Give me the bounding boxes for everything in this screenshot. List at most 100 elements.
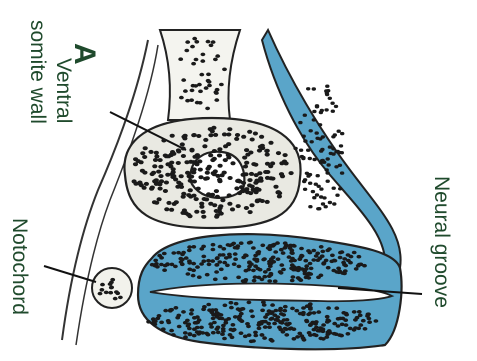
cell-nucleus xyxy=(301,157,305,160)
cell-nucleus xyxy=(198,168,203,172)
cell-nucleus xyxy=(218,164,223,168)
cell-nucleus xyxy=(309,267,314,271)
cell-nucleus xyxy=(260,278,265,282)
cell-nucleus xyxy=(180,211,185,215)
cell-nucleus xyxy=(194,58,199,62)
cell-nucleus xyxy=(340,171,344,174)
cell-nucleus xyxy=(191,194,196,198)
cell-nucleus xyxy=(213,278,218,282)
cell-nucleus xyxy=(222,132,227,136)
cell-nucleus xyxy=(157,254,162,258)
cell-nucleus xyxy=(181,195,186,199)
cell-nucleus xyxy=(200,59,205,63)
cell-nucleus xyxy=(168,308,173,312)
cell-nucleus xyxy=(197,83,202,87)
cell-nucleus xyxy=(171,167,176,171)
cell-nucleus xyxy=(158,165,163,169)
cell-nucleus xyxy=(341,261,346,265)
cell-nucleus xyxy=(226,243,231,247)
cell-nucleus xyxy=(195,265,200,269)
cell-nucleus xyxy=(199,247,204,251)
cell-nucleus xyxy=(332,187,336,190)
cell-nucleus xyxy=(153,320,158,324)
cell-nucleus xyxy=(304,267,309,271)
cell-nucleus xyxy=(327,329,332,333)
cell-nucleus xyxy=(270,339,275,343)
cell-nucleus xyxy=(189,98,194,102)
cell-nucleus xyxy=(165,173,170,177)
cell-nucleus xyxy=(104,291,109,295)
cell-nucleus xyxy=(287,255,292,259)
cell-nucleus xyxy=(290,279,295,283)
cell-nucleus xyxy=(243,278,248,282)
cell-nucleus xyxy=(194,210,199,214)
cell-nucleus xyxy=(140,169,145,173)
cell-nucleus xyxy=(324,205,328,208)
cell-nucleus xyxy=(247,130,252,134)
cell-nucleus xyxy=(358,323,363,327)
cell-nucleus xyxy=(277,194,282,198)
cell-nucleus xyxy=(297,277,302,281)
cell-nucleus xyxy=(188,160,193,164)
cell-nucleus xyxy=(206,333,211,337)
cell-nucleus xyxy=(293,147,297,150)
cell-nucleus xyxy=(170,175,175,179)
cell-nucleus xyxy=(221,253,226,257)
cell-nucleus xyxy=(201,210,206,214)
cell-nucleus xyxy=(260,333,265,337)
cell-nucleus xyxy=(308,205,312,208)
cell-nucleus xyxy=(308,251,313,255)
cell-nucleus xyxy=(194,162,199,166)
cell-nucleus xyxy=(206,79,211,83)
cell-nucleus xyxy=(319,245,324,249)
cell-nucleus xyxy=(312,118,316,121)
cell-nucleus xyxy=(205,107,210,111)
cell-nucleus xyxy=(268,264,273,268)
cell-nucleus xyxy=(192,37,197,41)
cell-nucleus xyxy=(255,258,260,262)
cell-nucleus xyxy=(226,153,231,157)
cell-nucleus xyxy=(181,251,186,255)
cell-nucleus xyxy=(331,110,335,113)
cell-nucleus xyxy=(328,97,332,100)
cell-nucleus xyxy=(275,315,280,319)
cell-nucleus xyxy=(280,174,285,178)
cell-nucleus xyxy=(338,251,343,255)
cell-nucleus xyxy=(201,215,206,219)
cell-nucleus xyxy=(218,204,223,208)
cell-nucleus xyxy=(303,114,307,117)
cell-nucleus xyxy=(267,248,272,252)
cell-nucleus xyxy=(185,319,190,323)
cell-nucleus xyxy=(194,197,199,201)
cell-nucleus xyxy=(176,314,181,318)
cell-nucleus xyxy=(343,269,348,273)
cell-nucleus xyxy=(265,153,270,157)
cell-nucleus xyxy=(158,158,163,162)
cell-nucleus xyxy=(222,68,227,72)
cell-nucleus xyxy=(199,326,204,330)
cell-nucleus xyxy=(153,158,158,162)
cell-nucleus xyxy=(328,145,332,148)
cell-nucleus xyxy=(223,304,228,308)
cell-nucleus xyxy=(320,148,324,151)
cell-nucleus xyxy=(266,322,271,326)
cell-nucleus xyxy=(198,90,203,94)
cell-nucleus xyxy=(301,311,306,315)
cell-nucleus xyxy=(202,197,207,201)
cell-nucleus xyxy=(187,327,192,331)
cell-nucleus xyxy=(161,139,166,143)
cell-nucleus xyxy=(233,252,238,256)
cell-nucleus xyxy=(163,309,168,313)
cell-nucleus xyxy=(325,315,330,319)
cell-nucleus xyxy=(251,269,256,273)
cell-nucleus xyxy=(170,134,175,138)
cell-nucleus xyxy=(213,169,218,173)
cell-nucleus xyxy=(190,89,195,93)
cell-nucleus xyxy=(146,320,151,324)
cell-nucleus xyxy=(302,180,306,183)
cell-nucleus xyxy=(318,337,323,341)
cell-nucleus xyxy=(166,321,171,325)
cell-nucleus xyxy=(317,207,321,210)
label-notochord: Notochord xyxy=(8,218,30,315)
cell-nucleus xyxy=(344,313,349,317)
